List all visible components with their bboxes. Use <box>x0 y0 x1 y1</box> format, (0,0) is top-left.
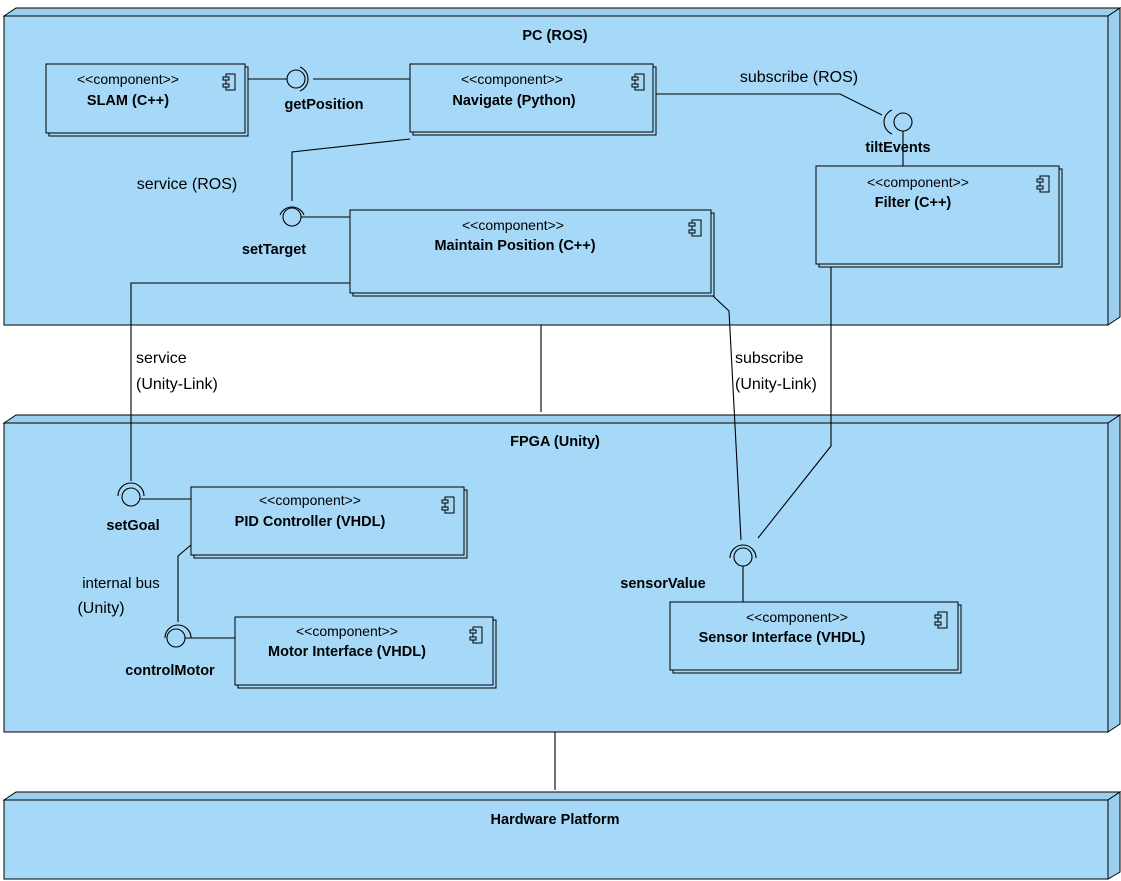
component-icon <box>1036 175 1050 193</box>
component-navigate[interactable]: <<component>> Navigate (Python) <box>409 63 657 136</box>
interface-controlmotor-label: controlMotor <box>125 663 215 679</box>
component-filter-stereotype: <<component>> <box>867 174 969 190</box>
component-motor-name: Motor Interface (VHDL) <box>268 644 426 660</box>
node-hardware-title: Hardware Platform <box>491 812 620 828</box>
node-pc-title: PC (ROS) <box>522 28 587 44</box>
node-hardware[interactable]: Hardware Platform <box>2 791 1121 880</box>
interface-tiltevents-label: tiltEvents <box>865 140 930 156</box>
component-icon <box>631 73 645 91</box>
component-sensor-interface[interactable]: <<component>> Sensor Interface (VHDL) <box>669 601 962 674</box>
component-motor-stereotype: <<component>> <box>296 623 398 639</box>
interface-setgoal-label: setGoal <box>106 518 159 534</box>
connector-internal-bus-label-2: (Unity) <box>77 600 124 617</box>
component-pid-controller[interactable]: <<component>> PID Controller (VHDL) <box>190 486 468 559</box>
connector-subscribe-ros-label: subscribe (ROS) <box>740 69 858 86</box>
connector-subscribe-unity-label: subscribe <box>735 350 804 367</box>
connector-subscribe-unity-label-2: (Unity-Link) <box>735 376 817 393</box>
component-filter[interactable]: <<component>> Filter (C++) <box>815 165 1063 268</box>
component-sensor-stereotype: <<component>> <box>746 609 848 625</box>
component-navigate-stereotype: <<component>> <box>461 71 563 87</box>
component-pid-stereotype: <<component>> <box>259 492 361 508</box>
component-navigate-name: Navigate (Python) <box>452 93 575 109</box>
interface-setgoal[interactable]: setGoal <box>106 282 350 534</box>
component-pid-name: PID Controller (VHDL) <box>235 514 386 530</box>
component-filter-name: Filter (C++) <box>875 195 952 211</box>
component-maintain-name: Maintain Position (C++) <box>434 238 595 254</box>
component-slam-name: SLAM (C++) <box>87 93 169 109</box>
component-sensor-name: Sensor Interface (VHDL) <box>699 630 866 646</box>
interface-sensorvalue-label: sensorValue <box>620 576 705 592</box>
component-maintain-stereotype: <<component>> <box>462 217 564 233</box>
component-slam-stereotype: <<component>> <box>77 71 179 87</box>
interface-sensorvalue[interactable]: sensorValue <box>620 267 832 602</box>
connector-service-ros-label: service (ROS) <box>137 176 237 193</box>
component-icon <box>469 626 483 644</box>
node-fpga-title: FPGA (Unity) <box>510 434 600 450</box>
component-icon <box>441 496 455 514</box>
interface-tiltevents[interactable]: tiltEvents <box>656 93 931 166</box>
connector-internal-bus-label: internal bus <box>82 575 160 592</box>
connector-service-unity-label-2: (Unity-Link) <box>136 376 218 393</box>
interface-controlmotor[interactable]: controlMotor <box>125 544 235 679</box>
component-slam[interactable]: <<component>> SLAM (C++) <box>45 63 249 137</box>
interface-getposition[interactable]: getPosition <box>248 66 410 113</box>
interface-getposition-label: getPosition <box>285 97 364 113</box>
connector-service-unity-label: service <box>136 350 187 367</box>
component-icon <box>688 219 702 237</box>
interface-settarget[interactable]: setTarget <box>242 138 411 258</box>
interface-settarget-label: setTarget <box>242 242 306 258</box>
component-icon <box>934 611 948 629</box>
component-icon <box>222 73 236 91</box>
component-maintain-position[interactable]: <<component>> Maintain Position (C++) <box>349 209 715 297</box>
node-fpga[interactable]: FPGA (Unity) <box>2 414 1121 733</box>
component-motor-interface[interactable]: <<component>> Motor Interface (VHDL) <box>234 616 497 689</box>
